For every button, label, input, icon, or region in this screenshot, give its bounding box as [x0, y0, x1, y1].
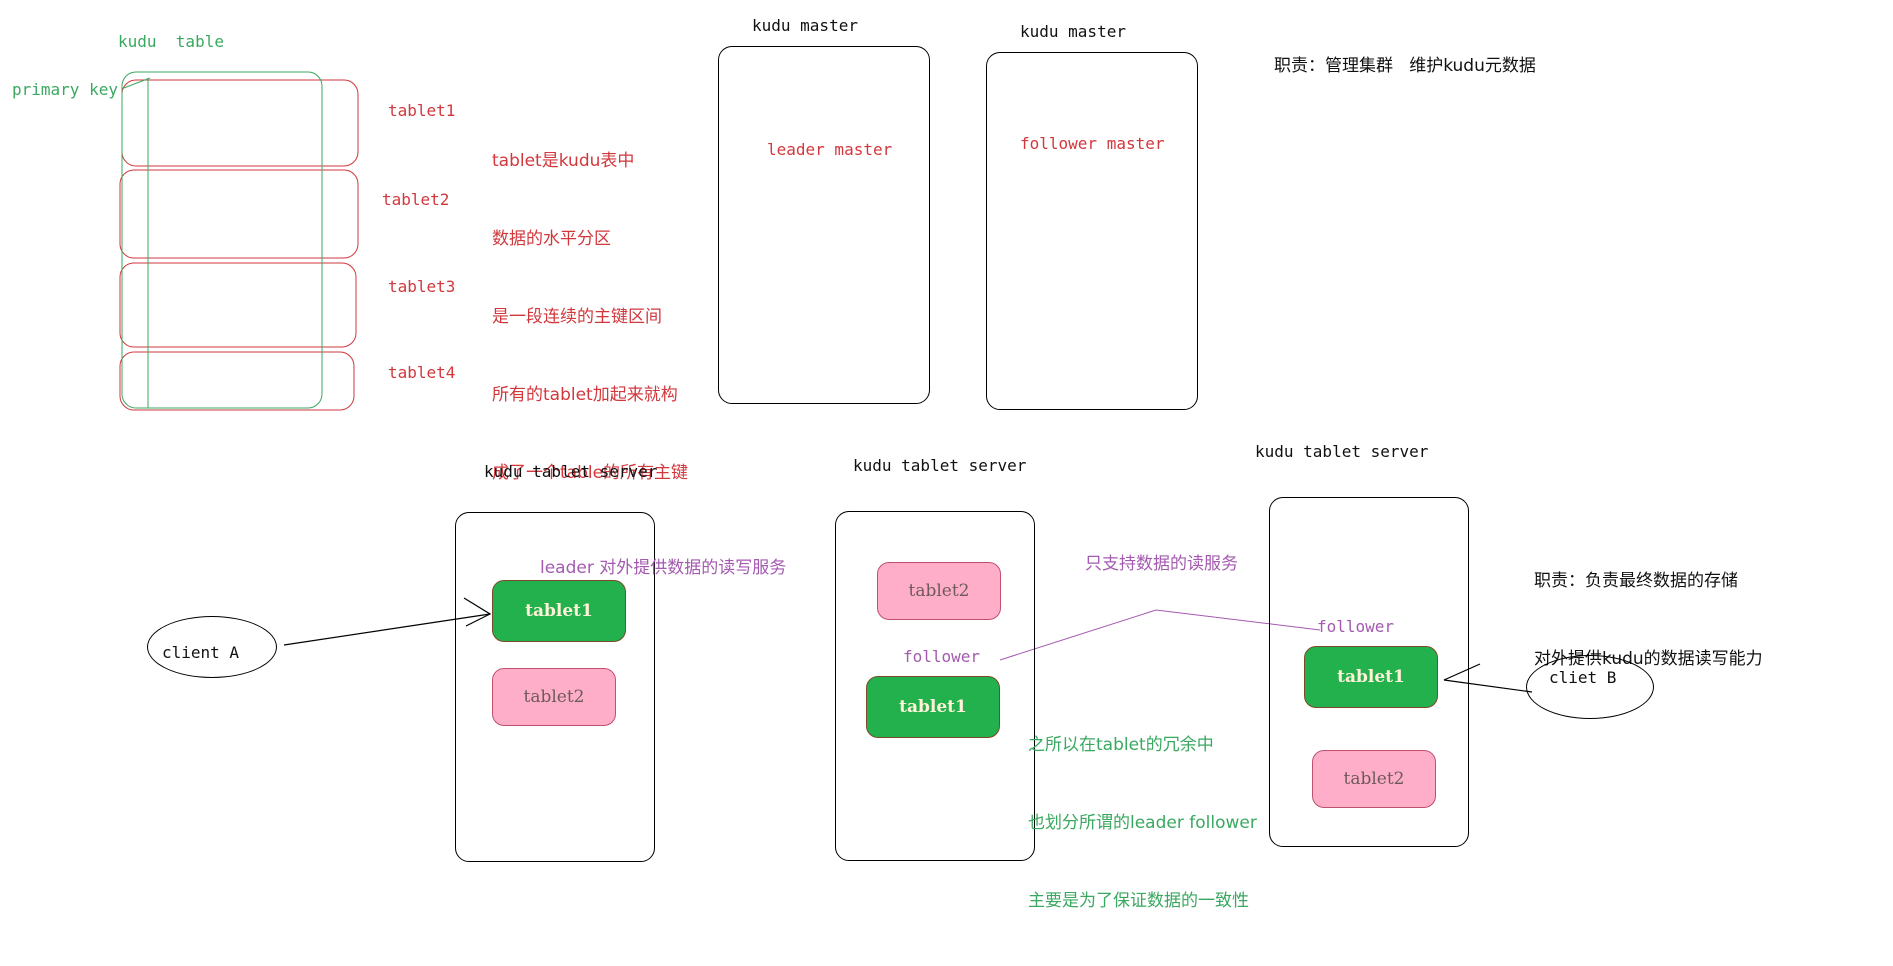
tablet1-outline: [121, 79, 359, 167]
client-a-arrowhead: [463, 597, 492, 627]
read-only-service-annotation: 只支持数据的读服务: [1085, 554, 1238, 574]
tablet4-label: tablet4: [388, 363, 456, 382]
leader-service-annotation: leader 对外提供数据的读写服务: [540, 558, 787, 578]
follower-label-server2: follower: [903, 647, 981, 666]
redundancy-note: 之所以在tablet的冗余中 也划分所谓的leader follower 主要是…: [1028, 680, 1257, 966]
note-line: 数据的水平分区: [492, 229, 611, 249]
follower-relation-line: [999, 609, 1321, 661]
duty-line: 职责：负责最终数据的存储: [1534, 571, 1738, 591]
client-a-label: client A: [162, 643, 240, 662]
tablet3-outline: [119, 262, 357, 348]
follower-master-title: kudu master: [1020, 22, 1126, 41]
tablet-server-3-title: kudu tablet server: [1255, 442, 1429, 461]
client-b-node: [1526, 655, 1654, 719]
follower-master-box: [986, 52, 1198, 410]
client-b-tick: [1443, 663, 1481, 681]
tablet2-label: tablet2: [382, 190, 450, 209]
leader-master-title: kudu master: [752, 16, 858, 35]
tablet-server-1-title: kudu tablet server: [484, 462, 658, 481]
redundancy-line: 主要是为了保证数据的一致性: [1028, 891, 1249, 911]
primary-key-pointer-line: [123, 77, 151, 89]
tablet2-outline: [119, 169, 359, 259]
follower-master-label: follower master: [1020, 134, 1165, 153]
server2-tablet2: tablet2: [877, 562, 1001, 620]
kudu-architecture-diagram: kudu table primary key tablet1 tablet2 t…: [12, 16, 1763, 911]
tablet-server-1-box: [455, 512, 655, 862]
redundancy-line: 之所以在tablet的冗余中: [1028, 735, 1214, 755]
connector-layer: [119, 71, 1533, 693]
client-b-label: cliet B: [1549, 668, 1617, 687]
server3-tablet2: tablet2: [1312, 750, 1436, 808]
tablet-server-2-box: [835, 511, 1035, 861]
kudu-table-title: kudu table: [118, 32, 224, 51]
tablet-definition-note: tablet是kudu表中 数据的水平分区 是一段连续的主键区间 所有的tabl…: [492, 96, 688, 538]
primary-key-label: primary key: [12, 80, 118, 99]
follower-label-server3: follower: [1317, 617, 1395, 636]
server1-tablet1-leader: tablet1: [492, 580, 626, 642]
leader-master-box: [718, 46, 930, 404]
client-b-connector: [1443, 679, 1533, 693]
kudu-table-outline: [121, 71, 323, 409]
redundancy-line: 也划分所谓的leader follower: [1028, 813, 1257, 833]
note-line: 成了一个table的所有主键: [492, 463, 689, 483]
note-line: 所有的tablet加起来就构: [492, 385, 678, 405]
master-duty-text: 职责：管理集群 维护kudu元数据: [1274, 56, 1536, 76]
note-line: 是一段连续的主键区间: [492, 307, 662, 327]
tablet3-label: tablet3: [388, 277, 456, 296]
tablet4-outline: [119, 351, 355, 411]
tablet-server-3-box: [1269, 497, 1469, 847]
server3-tablet1-follower: tablet1: [1304, 646, 1438, 708]
server1-tablet2: tablet2: [492, 668, 616, 726]
leader-master-label: leader master: [767, 140, 893, 159]
tablet1-label: tablet1: [388, 101, 456, 120]
client-a-node: [147, 616, 277, 678]
note-line: tablet是kudu表中: [492, 151, 635, 171]
tablet-server-2-title: kudu tablet server: [853, 456, 1027, 475]
server2-tablet1-follower: tablet1: [866, 676, 1000, 738]
